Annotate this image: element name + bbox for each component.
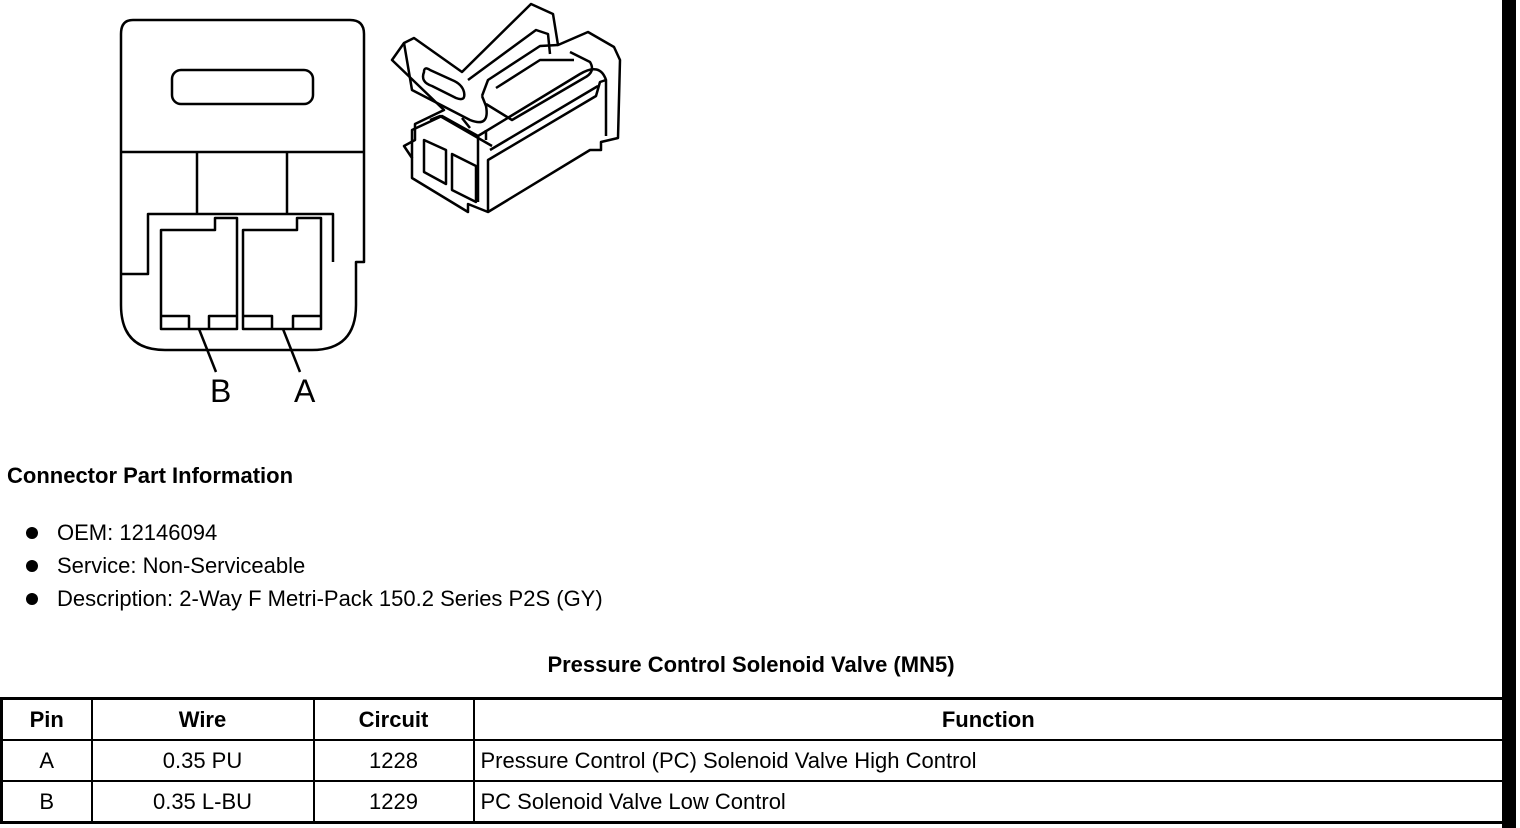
cell-circuit: 1229 — [312, 780, 475, 824]
oem-text: OEM: 12146094 — [57, 520, 218, 545]
connector-iso-outline — [390, 2, 622, 214]
cell-function: Pressure Control (PC) Solenoid Valve Hig… — [472, 739, 1505, 782]
header-pin: Pin — [0, 697, 93, 741]
pin-table: Pin Wire Circuit Function A 0.35 PU 1228… — [0, 697, 1505, 824]
pin-label-b: B — [210, 373, 231, 409]
cell-wire: 0.35 L-BU — [90, 780, 315, 824]
list-item: Service: Non-Serviceable — [0, 551, 603, 584]
cell-circuit: 1228 — [312, 739, 475, 782]
bullet-icon — [26, 560, 38, 572]
connector-info-title: Connector Part Information — [7, 463, 294, 488]
bullet-icon — [26, 593, 38, 605]
cavity-a — [241, 216, 323, 331]
page-right-border — [1502, 0, 1516, 828]
bullet-icon — [26, 527, 38, 539]
description-text: Description: 2-Way F Metri-Pack 150.2 Se… — [57, 586, 603, 611]
service-text: Service: Non-Serviceable — [57, 553, 306, 578]
cell-pin: A — [0, 739, 93, 782]
list-item: Description: 2-Way F Metri-Pack 150.2 Se… — [0, 584, 603, 617]
connector-info-list: OEM: 12146094 Service: Non-Serviceable D… — [0, 518, 603, 617]
header-function: Function — [472, 697, 1505, 741]
cavity-b — [159, 216, 239, 331]
pin-table-title: Pressure Control Solenoid Valve (MN5) — [547, 652, 955, 677]
connector-face-outline — [119, 18, 366, 352]
table-row: A 0.35 PU 1228 Pressure Control (PC) Sol… — [0, 739, 1505, 782]
connector-drawing: B A — [119, 2, 622, 409]
connector-latch-slot — [170, 68, 315, 106]
cell-wire: 0.35 PU — [90, 739, 315, 782]
connector-diagram: B A — [0, 0, 700, 420]
header-circuit: Circuit — [312, 697, 475, 741]
cell-pin: B — [0, 780, 93, 824]
table-header-row: Pin Wire Circuit Function — [0, 697, 1505, 741]
pin-label-a: A — [294, 373, 316, 409]
table-row: B 0.35 L-BU 1229 PC Solenoid Valve Low C… — [0, 780, 1505, 824]
cell-function: PC Solenoid Valve Low Control — [472, 780, 1505, 824]
header-wire: Wire — [90, 697, 315, 741]
list-item: OEM: 12146094 — [0, 518, 603, 551]
